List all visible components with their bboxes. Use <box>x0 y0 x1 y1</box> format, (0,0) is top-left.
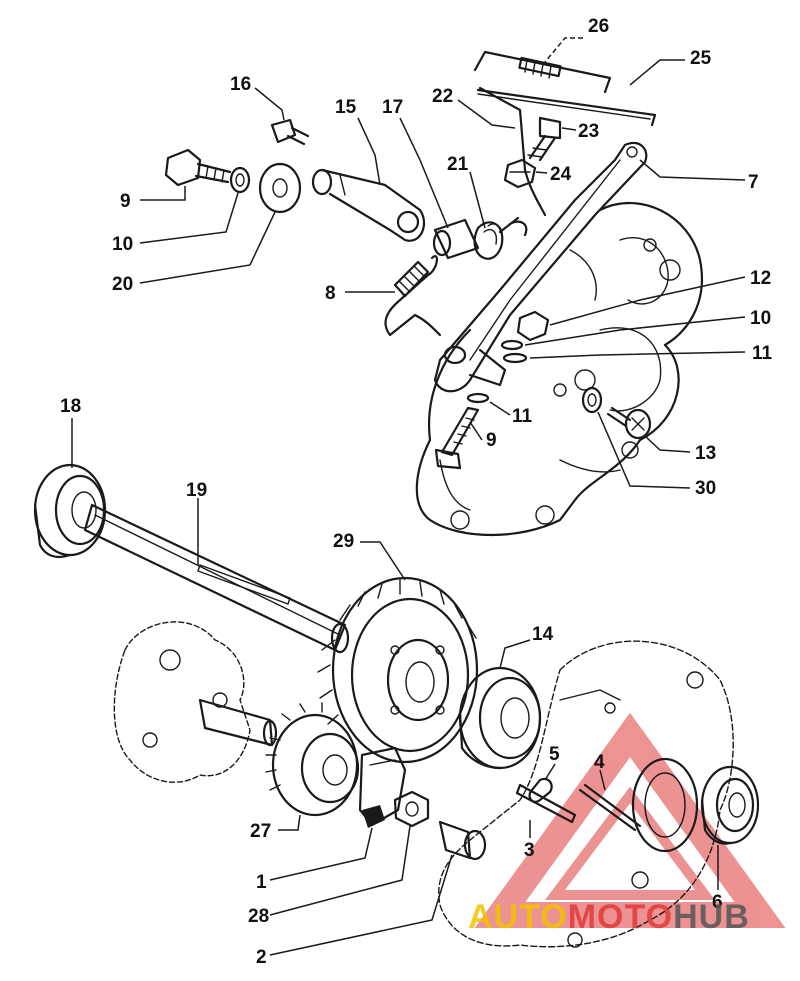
part-29-large-gear <box>317 576 479 764</box>
label-20: 20 <box>112 274 133 295</box>
watermark-text: AUTOMOTOHUB <box>468 898 750 936</box>
label-29: 29 <box>333 531 354 552</box>
lower-left-case <box>113 621 278 783</box>
part-8-tension-spring <box>384 255 442 337</box>
label-9-lower: 9 <box>486 430 497 451</box>
part-7-lever-arm <box>433 141 648 393</box>
watermark-auto: AUTO <box>468 898 568 936</box>
label-4: 4 <box>594 752 605 773</box>
upper-case-housing <box>415 201 703 537</box>
label-11-lower: 11 <box>512 406 533 427</box>
part-25-rod <box>476 88 657 127</box>
label-15: 15 <box>335 97 357 118</box>
label-19: 19 <box>186 480 207 501</box>
watermark-logo <box>474 712 786 928</box>
part-20-large-washer <box>258 162 302 214</box>
watermark-hub: HUB <box>673 898 750 936</box>
part-4-pin <box>578 783 642 832</box>
lower-right-case <box>438 640 734 948</box>
part-9-bolt-upper <box>164 148 232 187</box>
part-13-screw <box>606 406 652 440</box>
part-1-bracket <box>358 746 407 828</box>
part-labels: 26 25 16 15 17 22 23 21 24 7 9 10 20 12 … <box>60 16 773 968</box>
label-11-right: 11 <box>752 343 773 364</box>
part-5-pin <box>528 777 553 803</box>
part-11-washer-right <box>502 352 528 364</box>
part-23-bolt <box>527 116 562 162</box>
leader-lines <box>71 37 746 956</box>
part-12-nut <box>516 310 550 342</box>
label-1: 1 <box>256 872 267 893</box>
part-9-bolt-lower <box>434 406 480 470</box>
label-21: 21 <box>447 154 469 175</box>
part-21-coil-spring <box>473 216 528 260</box>
label-13: 13 <box>695 443 716 464</box>
part-10-washer-right <box>500 339 524 351</box>
label-24: 24 <box>550 164 572 185</box>
label-30: 30 <box>695 478 716 499</box>
label-3: 3 <box>524 840 535 861</box>
part-27-small-gear <box>265 702 360 817</box>
label-5: 5 <box>549 744 560 765</box>
part-2-bolt <box>438 820 487 861</box>
label-27: 27 <box>250 821 271 842</box>
part-30-washer <box>581 386 603 414</box>
label-22: 22 <box>432 86 453 107</box>
part-28-nut <box>393 790 430 828</box>
label-7: 7 <box>748 172 759 193</box>
svg-text:AUTOMOTOHUB: AUTOMOTOHUB <box>468 898 750 936</box>
part-19-long-shaft <box>83 503 350 654</box>
label-10-right: 10 <box>750 308 771 329</box>
part-26-spring-clip <box>473 50 612 94</box>
part-17-bushing <box>432 218 480 260</box>
label-6: 6 <box>712 892 723 913</box>
part-11-washer-lower <box>466 392 490 404</box>
part-14-bearing <box>458 666 542 770</box>
label-17: 17 <box>382 97 403 118</box>
label-2: 2 <box>256 947 267 968</box>
label-23: 23 <box>578 121 599 142</box>
label-28: 28 <box>248 906 269 927</box>
label-14: 14 <box>532 624 554 645</box>
label-12: 12 <box>750 268 771 289</box>
watermark-moto: MOTO <box>568 898 673 936</box>
part-16-small-bolt <box>270 118 310 146</box>
part-6-bearing <box>700 765 760 845</box>
label-9-upper: 9 <box>120 191 131 212</box>
part-3-pin <box>515 783 577 824</box>
part-15-shaft-arm <box>311 168 426 242</box>
label-8: 8 <box>325 283 336 304</box>
label-10-upper: 10 <box>112 234 133 255</box>
part-24-nut <box>503 158 537 189</box>
part-22-wire <box>478 86 547 217</box>
label-25: 25 <box>690 48 712 69</box>
part-18-bearing <box>33 463 107 559</box>
label-16: 16 <box>230 74 251 95</box>
part-10-washer-upper <box>229 166 251 194</box>
label-18: 18 <box>60 396 81 417</box>
label-26: 26 <box>588 16 609 37</box>
